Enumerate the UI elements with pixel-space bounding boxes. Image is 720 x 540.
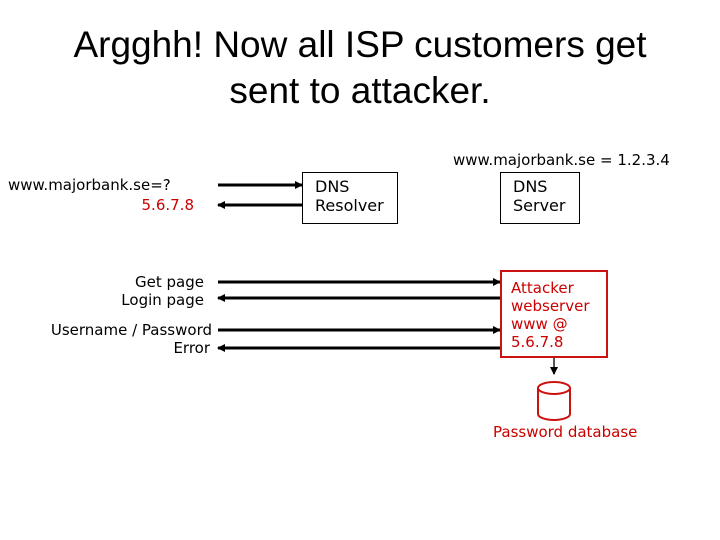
dns-answer-label: 5.6.7.8: [141, 196, 194, 214]
error-label: Error: [173, 339, 210, 357]
dns-resolver-line-1: DNS: [315, 177, 350, 196]
dns-server-record: www.majorbank.se = 1.2.3.4: [453, 151, 670, 169]
title-line-2: sent to attacker.: [229, 70, 491, 111]
dns-server-box: DNS Server: [500, 172, 580, 224]
title-line-1: Argghh! Now all ISP customers get: [73, 24, 647, 65]
attacker-webserver-text: Attacker webserver www @ 5.6.7.8: [511, 279, 590, 351]
slide-title: Argghh! Now all ISP customers get sent t…: [0, 22, 720, 114]
dns-server-line-1: DNS: [513, 177, 548, 196]
dns-server-line-2: Server: [513, 196, 566, 215]
dns-server-text: DNS Server: [513, 177, 565, 215]
dns-resolver-box: DNS Resolver: [302, 172, 398, 224]
dns-query-label: www.majorbank.se=?: [8, 176, 171, 194]
username-password-label: Username / Password: [50, 321, 212, 339]
password-database-label: Password database: [493, 423, 638, 441]
attacker-webserver-box: Attacker webserver www @ 5.6.7.8: [500, 270, 608, 358]
login-page-label: Login page: [121, 291, 204, 309]
database-icon: [537, 381, 571, 421]
dns-resolver-line-2: Resolver: [315, 196, 384, 215]
attacker-line-4: 5.6.7.8: [511, 333, 564, 351]
attacker-line-1: Attacker: [511, 279, 574, 297]
attacker-line-2: webserver: [511, 297, 590, 315]
dns-resolver-text: DNS Resolver: [315, 177, 384, 215]
attacker-line-3: www @: [511, 315, 568, 333]
get-page-label: Get page: [135, 273, 204, 291]
